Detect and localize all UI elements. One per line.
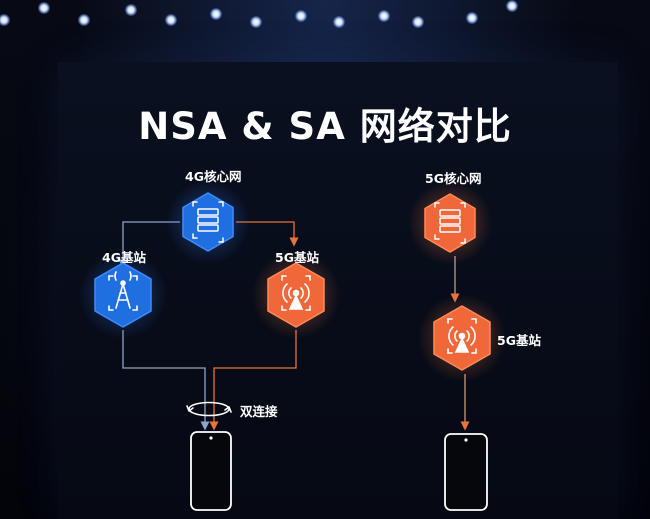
sa-5g-base-node: [418, 294, 506, 382]
sa-core-label: 5G核心网: [425, 168, 481, 187]
nsa-dual-connection-label: 双连接: [240, 401, 278, 420]
nsa-4g-base-label: 4G基站: [102, 247, 146, 266]
sa-core-node: [408, 181, 492, 265]
nsa-5g-base-label: 5G基站: [275, 247, 319, 266]
nsa-device: [191, 432, 231, 510]
sa-device: [445, 434, 487, 510]
nsa-core-node: [166, 180, 250, 264]
smartphone-icon: [445, 434, 487, 510]
nsa-connector-4g-to-device: [123, 330, 205, 426]
sa-5g-base-label: 5G基站: [497, 330, 541, 349]
rotate-arrows-icon: [187, 403, 231, 416]
smartphone-icon: [191, 432, 231, 510]
nsa-core-label: 4G核心网: [185, 166, 241, 185]
